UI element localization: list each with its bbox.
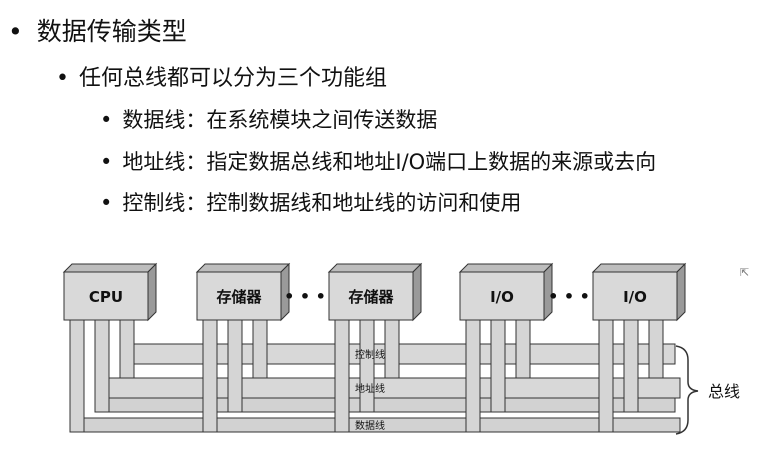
bullet-marker: • (100, 150, 113, 174)
slide-title: • 数据传输类型 (8, 12, 187, 48)
data-bus-frame-top (94, 397, 676, 413)
bullet-text: 地址线：指定数据总线和地址I/O端口上数据的来源或去向 (122, 150, 657, 174)
bullet-marker: • (8, 17, 23, 46)
component-label: CPU (89, 288, 123, 306)
bus-connectors (69, 319, 664, 433)
bullet-marker: • (100, 191, 113, 215)
bullet-address-line: • 地址线：指定数据总线和地址I/O端口上数据的来源或去向 (100, 146, 656, 176)
ellipsis-dots: • • • (548, 287, 590, 306)
bullet-control-line: • 控制线：控制数据线和地址线的访问和使用 (100, 187, 521, 217)
component-label: 存储器 (216, 288, 262, 306)
address-bus-band (94, 377, 681, 399)
slide-title-text: 数据传输类型 (36, 17, 187, 46)
component-io-1: I/O (458, 262, 554, 322)
component-io-2: I/O (591, 262, 687, 322)
bullet-data-line: • 数据线：在系统模块之间传送数据 (100, 104, 437, 134)
bullet-text: 控制线：控制数据线和地址线的访问和使用 (122, 191, 522, 215)
component-label: I/O (623, 288, 647, 306)
bullet-marker: • (56, 66, 69, 91)
bus-group-brace (675, 345, 699, 435)
bullet-marker: • (100, 108, 113, 132)
slide-subtitle-text: 任何总线都可以分为三个功能组 (78, 66, 387, 91)
control-bus-label: 控制线 (355, 348, 385, 361)
component-memory-2: 存储器 (327, 262, 423, 322)
component-memory-1: 存储器 (195, 262, 291, 322)
bullet-text: 数据线：在系统模块之间传送数据 (122, 108, 438, 132)
ellipsis-dots: • • • (284, 287, 326, 306)
data-bus-label: 数据线 (355, 419, 385, 432)
address-bus-label: 地址线 (355, 382, 385, 395)
bus-group-label: 总线 (708, 382, 740, 401)
component-label: I/O (490, 288, 514, 306)
mouse-pointer-icon: ⇱ (740, 266, 750, 279)
component-cpu: CPU (62, 262, 158, 322)
component-label: 存储器 (348, 288, 394, 306)
slide-subtitle: • 任何总线都可以分为三个功能组 (56, 60, 387, 92)
